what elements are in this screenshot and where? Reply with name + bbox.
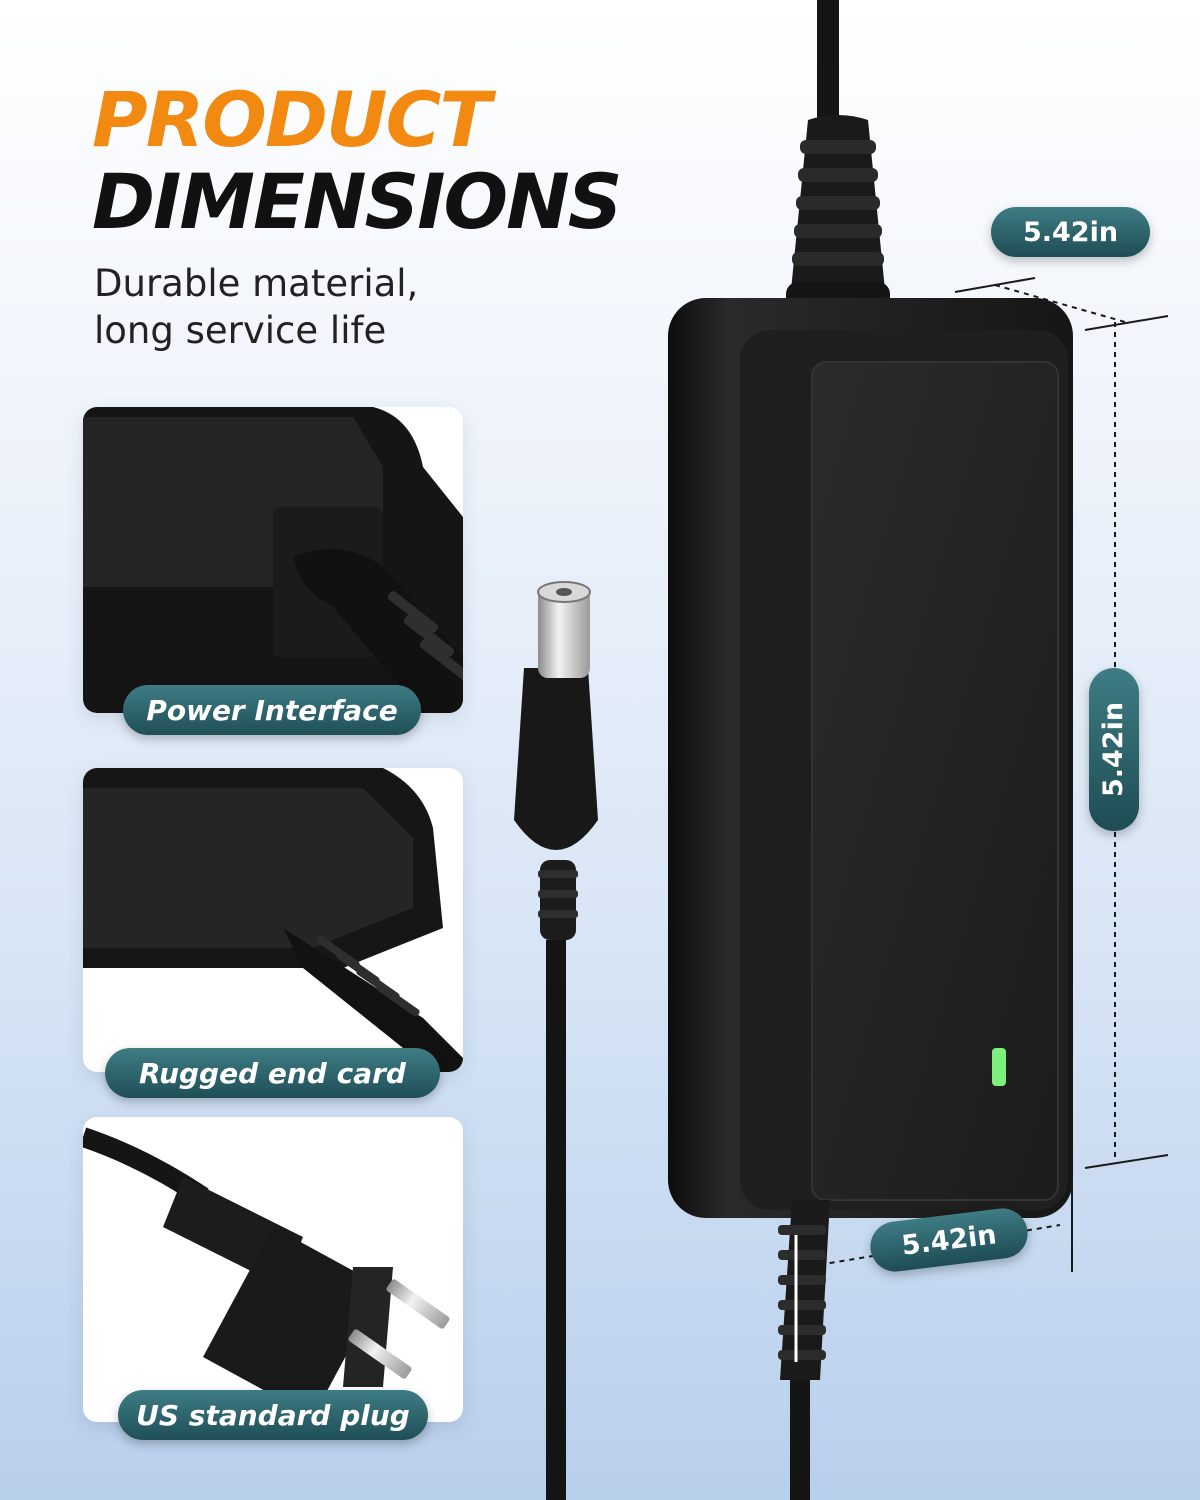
adapter-body <box>668 298 1073 1218</box>
cable-strain-relief-icon <box>83 768 463 1072</box>
feature-label-rugged-end: Rugged end card <box>105 1048 440 1098</box>
output-cable <box>778 1200 830 1500</box>
us-plug-icon <box>83 1127 450 1417</box>
feature-label-us-plug: US standard plug <box>118 1390 428 1440</box>
headline-line2: DIMENSIONS <box>92 157 622 246</box>
feature-card-rugged-end <box>83 768 463 1072</box>
feature-card-us-plug <box>83 1117 463 1422</box>
dc-cable <box>514 581 598 1500</box>
headline-line1: PRODUCT <box>92 75 491 164</box>
dimension-badge-top: 5.42in <box>991 207 1150 257</box>
feature-label-power-interface: Power Interface <box>123 685 421 735</box>
dimension-badge-side: 5.42in <box>1089 668 1139 831</box>
subtitle-line1: Durable material, <box>94 262 419 305</box>
power-interface-closeup-icon <box>83 407 463 713</box>
status-led-icon <box>992 1048 1006 1086</box>
subtitle-line2: long service life <box>94 309 387 352</box>
feature-card-power-interface <box>83 407 463 713</box>
dimension-side-label: 5.42in <box>1098 701 1130 798</box>
